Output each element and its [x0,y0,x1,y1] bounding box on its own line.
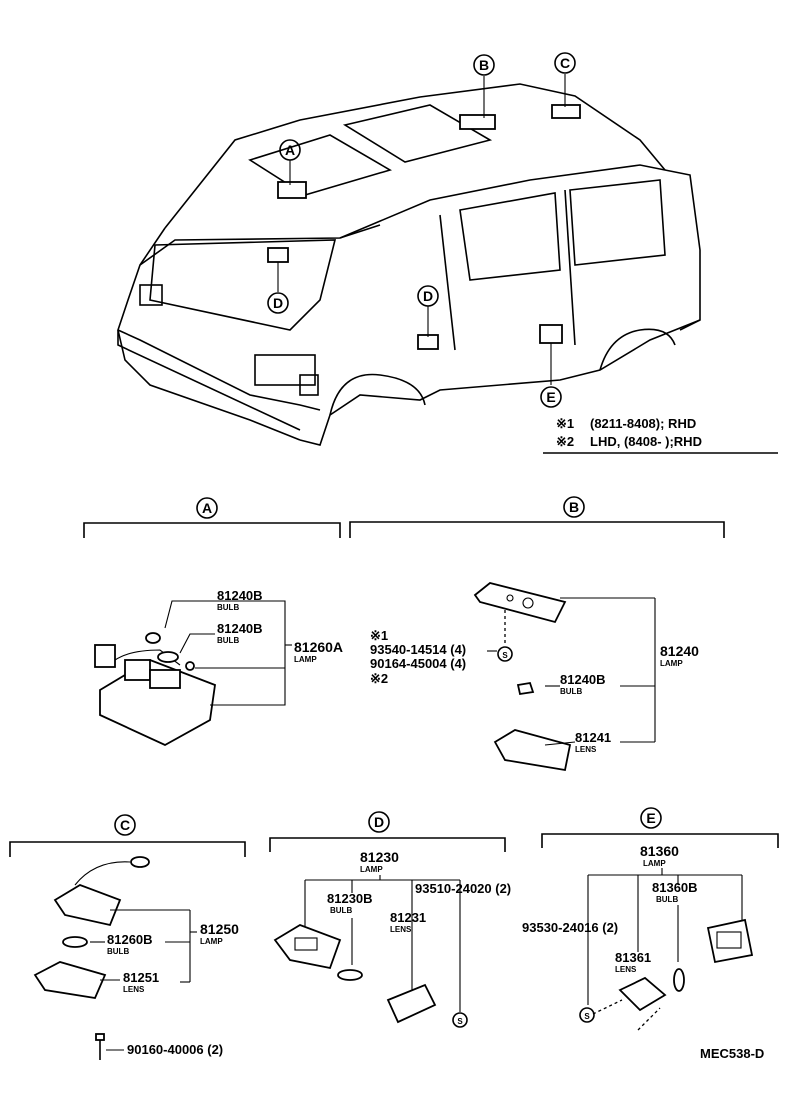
callout-d-rear-van: D [267,292,289,314]
lamp-81360-drawing [706,918,754,964]
b-screw-symbol: S [502,651,508,660]
van-lamp-b [459,114,496,130]
c-bulb-number: 81260B [107,932,153,947]
e-screw: 93530-24016 (2) [522,920,618,935]
lamp-81230-drawing [273,924,342,970]
callout-d-side-van: D [417,285,439,307]
screw-90160-drawing [95,1033,105,1041]
c-lamp-number: 81250 [200,921,239,937]
a-bulb1-number: 81240B [217,588,263,603]
diagram-code: MEC538-D [700,1046,764,1061]
section-d-letter: D [374,814,384,830]
section-c-letter: C [120,817,130,833]
b-screw-2: 90164-45004 (4) [370,656,466,671]
van-illustration [117,74,701,446]
bulb-81230b-drawing [337,969,363,981]
e-lamp-label: LAMP [643,859,666,868]
van-lamp-d-side [417,334,439,350]
c-lens-label: LENS [123,985,145,994]
section-d: D 81230 LAMP S 81230B BULB 93510-24020 (… [269,811,511,1028]
a-bulb2-number: 81240B [217,621,263,636]
b-note-mark-1: ※1 [370,628,388,643]
van-lamp-a [277,181,307,199]
b-bulb-label: BULB [560,687,582,696]
b-lens-number: 81241 [575,730,611,745]
svg-text:C: C [560,55,570,71]
e-lens-label: LENS [615,965,637,974]
bulb-81240b-b [516,681,535,696]
lens-81361-drawing [618,976,667,1012]
b-screw-1: 93540-14514 (4) [370,642,466,657]
svg-text:D: D [423,288,433,304]
bulb-81260b-drawing [62,936,88,948]
section-e-letter: E [646,810,655,826]
c-lens-number: 81251 [123,970,159,985]
d-screw: 93510-24020 (2) [415,881,511,896]
svg-text:D: D [273,295,283,311]
section-a-letter: A [202,500,212,516]
b-note-mark-2: ※2 [370,671,388,686]
d-lamp-label: LAMP [360,865,383,874]
e-bulb-number: 81360B [652,880,698,895]
callout-b-van: B [473,54,495,76]
note-2-text: LHD, (8408- );RHD [590,434,702,449]
b-lens-label: LENS [575,745,597,754]
b-lamp-number: 81240 [660,643,699,659]
a-bulb2-label: BULB [217,636,239,645]
bulb-81240b-2 [157,651,179,663]
section-b: B S ※1 93540-14514 (4) 90164-45004 (4) ※… [349,496,725,772]
lens-81231-drawing [386,983,437,1024]
e-bulb-label: BULB [656,895,678,904]
c-bulb-label: BULB [107,947,129,956]
c-lamp-label: LAMP [200,937,223,946]
note-2-mark: ※2 [556,434,574,449]
d-screw-symbol: S [457,1017,463,1026]
section-e: E 81360 LAMP S 81360B BULB 93530-24016 (… [522,807,779,1031]
b-bulb-number: 81240B [560,672,606,687]
callout-c-van: C [554,52,576,74]
e-lens-number: 81361 [615,950,651,965]
note-1-text: (8211-8408); RHD [590,416,696,431]
bulb-81240b-1 [145,632,161,644]
a-lamp-label: LAMP [294,655,317,664]
lamp-81240-drawing [473,582,567,624]
d-bulb-label: BULB [330,906,352,915]
lamp-81260a-connector [94,644,116,668]
callout-a-van: A [279,139,301,161]
svg-text:E: E [546,389,555,405]
van-lamp-e [539,324,563,344]
d-lens-number: 81231 [390,910,426,925]
d-bulb-number: 81230B [327,891,373,906]
notes-block: ※1 (8211-8408); RHD ※2 LHD, (8408- );RHD [543,416,778,454]
note-1-mark: ※1 [556,416,574,431]
e-lamp-number: 81360 [640,843,679,859]
callout-e-van: E [540,386,562,408]
c-screw: 90160-40006 (2) [127,1042,223,1057]
lens-81241-drawing [493,729,572,772]
section-a: A 81240B BULB 81240B BULB 81260A LAMP [83,497,343,747]
svg-text:A: A [285,142,295,158]
van-lamp-c [551,104,581,119]
svg-text:B: B [479,57,489,73]
b-lamp-label: LAMP [660,659,683,668]
a-lamp-number: 81260A [294,639,343,655]
a-bulb1-label: BULB [217,603,239,612]
van-lamp-d-rear [267,247,289,263]
d-lens-label: LENS [390,925,412,934]
e-screw-symbol: S [584,1012,590,1021]
bulb-81360b-drawing [673,968,685,992]
section-c: C 81260B BULB 81250 LAMP 81251 LENS 9016… [9,814,246,1060]
lens-81251-drawing [33,961,107,999]
d-lamp-number: 81230 [360,849,399,865]
lamp-81250-drawing [53,884,122,927]
section-b-letter: B [569,499,579,515]
